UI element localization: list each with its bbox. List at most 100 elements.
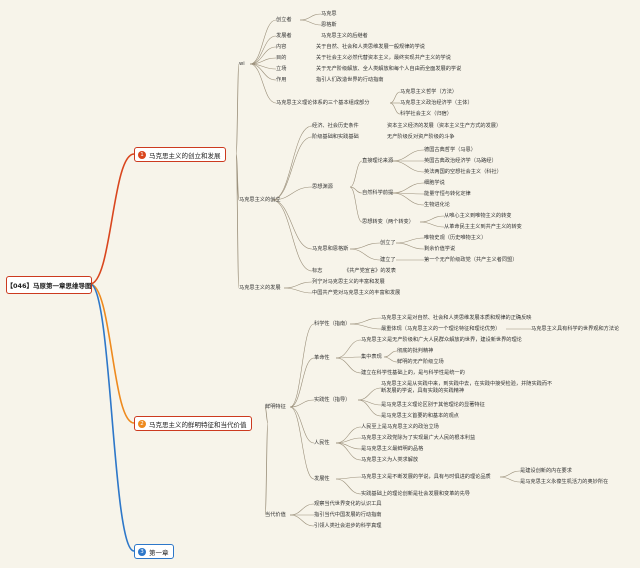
node-dev-2[interactable]: 中国共产党对马克思主义的丰富和发展: [312, 290, 401, 296]
connector-line: [349, 242, 381, 250]
node-people-4[interactable]: 马克思主义为人类求解放: [361, 457, 419, 463]
node-value-2[interactable]: 指引当代中国发展的行动指南: [314, 512, 382, 518]
node-mark-value[interactable]: 《共产党宣言》的发表: [344, 268, 396, 274]
node-revolutionary-2[interactable]: 建立在科学性基础上的，是与科学性是统一的: [361, 370, 465, 376]
node-create-1[interactable]: 唯物史观（历史唯物主义）: [424, 235, 487, 241]
node-econ-conditions[interactable]: 经济、社会历史条件: [312, 123, 359, 129]
node-practical[interactable]: 实践性（指导）: [314, 397, 351, 403]
connector-line: [283, 287, 313, 294]
connector-line: [349, 186, 363, 223]
topic-1[interactable]: 1 马克思主义的创立和发展: [134, 147, 226, 162]
connector-line: [249, 35, 277, 65]
node-value-3[interactable]: 引领人类社会进步的科学真理: [314, 523, 382, 529]
node-stance[interactable]: 立场: [276, 66, 287, 72]
node-source-3[interactable]: 英法两国的空想社会主义（科社）: [424, 169, 502, 175]
node-rev-focus-1[interactable]: 彻底的批判精神: [397, 348, 434, 354]
node-turn-1[interactable]: 从唯心主义到唯物主义的转变: [444, 213, 512, 219]
node-practical-1a[interactable]: 马克思主义是从实践中来，到实践中去，在实践中接受检验，并随实践而不断发展的学说，…: [381, 381, 553, 394]
connector-line: [271, 136, 313, 201]
node-practical-2[interactable]: 是马克思主义理论区别于其他理论的显著特征: [381, 402, 485, 408]
node-engels[interactable]: 恩格斯: [321, 22, 337, 28]
node-stance-value[interactable]: 关于无产阶级解放、全人类解放和每个人自由而全面发展的学说: [316, 66, 462, 72]
node-revolutionary[interactable]: 革命性: [314, 355, 330, 361]
node-features[interactable]: 鲜明特征: [265, 404, 286, 410]
node-build-1[interactable]: 第一个无产阶级政党（共产主义者同盟）: [424, 257, 518, 263]
node-build[interactable]: 建立了: [380, 257, 396, 263]
node-science-1[interactable]: 细胞学说: [424, 180, 445, 186]
node-theory-source[interactable]: 直接理论来源: [362, 158, 394, 164]
node-wi[interactable]: wi: [239, 61, 245, 67]
connector-line: [289, 323, 315, 408]
node-founders[interactable]: 创立者: [276, 17, 292, 23]
node-rev-focus[interactable]: 集中表现: [361, 354, 382, 360]
connector-line: [499, 476, 521, 483]
node-science-3[interactable]: 生物进化论: [424, 202, 450, 208]
connector-line: [264, 406, 269, 424]
node-goal[interactable]: 目的: [276, 55, 287, 61]
node-create[interactable]: 创立了: [380, 240, 396, 246]
topic-label: 马克思主义的鲜明特征和当代价值: [149, 420, 247, 429]
node-content-value[interactable]: 关于自然、社会和人类思维发展一般规律的学说: [316, 44, 425, 50]
node-part-2[interactable]: 马克思主义政治经济学（主体）: [400, 100, 473, 106]
node-function[interactable]: 作用: [276, 77, 287, 83]
connector-line: [499, 470, 521, 478]
node-mark[interactable]: 标志: [312, 268, 323, 274]
node-dev-nature-2[interactable]: 实践基础上的理论创新是社会发展和变革的先导: [361, 491, 470, 497]
node-people[interactable]: 人民性: [314, 440, 330, 446]
node-people-2[interactable]: 马克思主义政党除为了实现最广大人民的根本利益: [361, 435, 476, 441]
node-practical-3[interactable]: 是马克思主义首要的和基本的观点: [381, 413, 459, 419]
node-rev-focus-2[interactable]: 鲜明的无产阶级立场: [397, 359, 444, 365]
connector-line: [271, 199, 313, 250]
connector-line: [335, 356, 362, 359]
connector-line: [391, 182, 425, 194]
node-create-2[interactable]: 剩余价值学说: [424, 246, 456, 252]
node-part-3[interactable]: 科学社会主义（归宿）: [400, 111, 452, 117]
node-successors[interactable]: 马克思主义的后继者: [321, 33, 368, 39]
node-scientific-2-result[interactable]: 马克思主义具有科学的世界观和方法论: [531, 326, 620, 332]
node-creation[interactable]: 马克思主义的创立: [239, 197, 281, 203]
connector-line: [391, 149, 425, 162]
node-source-1[interactable]: 德国古典哲学（马恩）: [424, 147, 476, 153]
node-marx[interactable]: 马克思: [321, 11, 337, 17]
node-value[interactable]: 当代价值: [265, 512, 286, 518]
node-goal-value[interactable]: 关于社会主义必然代替资本主义，最终实现共产主义的学说: [316, 55, 451, 61]
node-value-1[interactable]: 观察当代世界变化的认识工具: [314, 501, 382, 507]
node-class-basis-value[interactable]: 无产阶级反对资产阶级的斗争: [387, 134, 455, 140]
connector-line: [89, 283, 135, 552]
root-node[interactable]: 【046】马原第一章思维导图: [6, 276, 92, 294]
connector-line: [289, 399, 315, 408]
node-science-2[interactable]: 能量守恒与转化定律: [424, 191, 471, 197]
node-scientific-1[interactable]: 马克思主义是对自然、社会和人类思维发展本质和规律的正确反映: [381, 315, 532, 321]
node-content[interactable]: 内容: [276, 44, 287, 50]
node-revolutionary-1[interactable]: 马克思主义是无产阶级和广大人民群众解放的世界，建设新世界的理论: [361, 337, 522, 343]
topic-number-badge: 2: [138, 419, 146, 428]
node-scientific[interactable]: 科学性（指南）: [314, 321, 351, 327]
node-developers[interactable]: 发展者: [276, 33, 292, 39]
node-development[interactable]: 马克思主义的发展: [239, 285, 281, 291]
node-people-1[interactable]: 人民至上是马克思主义的政治立场: [361, 424, 439, 430]
node-dev-nature-1-r2[interactable]: 是马克思主义永葆生机活力的奥妙所在: [520, 479, 609, 485]
connector-line: [289, 406, 315, 480]
node-scientific-2[interactable]: 最重体现（马克思主义的一个理论特征和理论优势）: [381, 326, 501, 332]
topic-3[interactable]: 3 第一章: [134, 544, 174, 559]
node-marx-engels[interactable]: 马克思和恩格斯: [312, 246, 349, 252]
node-people-3[interactable]: 是马克思主义最鲜明的品格: [361, 446, 424, 452]
connector-line: [335, 339, 362, 359]
node-parts[interactable]: 马克思主义理论体系的三个基本组成部分: [276, 100, 370, 106]
node-econ-conditions-value[interactable]: 资本主义经济的发展（资本主义生产方式的发展）: [387, 123, 502, 129]
node-turn-2[interactable]: 从革命民主主义到共产主义的转变: [444, 224, 522, 230]
node-source-2[interactable]: 英国古典政治经济学（马路经）: [424, 158, 497, 164]
node-dev-nature-1[interactable]: 马克思主义是不断发展的学说，具有与时俱进的理论品质: [361, 474, 491, 480]
node-part-1[interactable]: 马克思主义哲学（方法）: [400, 89, 458, 95]
node-dev-nature[interactable]: 发展性: [314, 476, 330, 482]
node-science-premise[interactable]: 自然科学前提: [362, 190, 394, 196]
connector-line: [419, 221, 445, 228]
node-dev-1[interactable]: 列宁对马克思主义的丰富和发展: [312, 279, 385, 285]
node-dev-nature-1-r1[interactable]: 是建设创新的内在要求: [520, 468, 572, 474]
node-thought-source[interactable]: 思想渊源: [312, 184, 333, 190]
topic-2[interactable]: 2 马克思主义的鲜明特征和当代价值: [134, 416, 252, 431]
connector-line: [289, 514, 315, 527]
node-function-value[interactable]: 指引人们改造世界的行动指南: [316, 77, 384, 83]
node-turn[interactable]: 思想转变（两个转变）: [362, 219, 414, 225]
node-class-basis[interactable]: 阶级基础和实践基础: [312, 134, 359, 140]
